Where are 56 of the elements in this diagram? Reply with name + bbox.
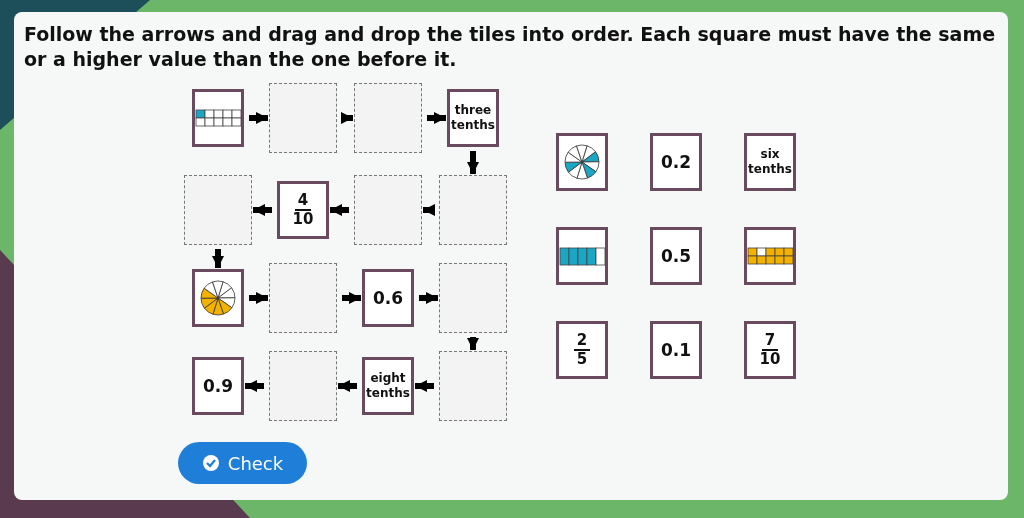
number-tile xyxy=(447,89,499,147)
arrow xyxy=(253,204,272,216)
drop-slot xyxy=(439,175,507,245)
numerator: 7 xyxy=(761,332,779,351)
word-value: six tenths xyxy=(747,147,793,177)
arrow xyxy=(212,249,224,268)
number-tile xyxy=(192,357,244,415)
number-tile xyxy=(650,227,702,285)
number-tile xyxy=(362,357,414,415)
arrow xyxy=(419,292,438,304)
numerator: 2 xyxy=(573,332,591,351)
word-value: eight tenths xyxy=(365,371,411,401)
decimal-value: 0.9 xyxy=(202,376,234,396)
arrow xyxy=(330,204,349,216)
decimal-value: 0.5 xyxy=(660,246,692,266)
picture-tile xyxy=(556,133,608,191)
drop-slot xyxy=(184,175,252,245)
picture-tile xyxy=(192,89,244,147)
number-tile xyxy=(650,133,702,191)
arrow xyxy=(423,204,435,216)
arrow xyxy=(342,292,361,304)
denominator: 10 xyxy=(291,211,315,228)
picture-tile xyxy=(192,269,244,327)
drop-slot xyxy=(439,263,507,333)
denominator: 5 xyxy=(575,351,589,368)
decimal-value: 0.6 xyxy=(372,288,404,308)
numerator: 4 xyxy=(294,192,312,211)
arrow xyxy=(427,112,446,124)
denominator: 10 xyxy=(758,351,782,368)
number-tile xyxy=(744,321,796,379)
arrow xyxy=(341,112,353,124)
number-tile xyxy=(650,321,702,379)
decimal-value: 0.2 xyxy=(660,152,692,172)
number-tile xyxy=(362,269,414,327)
drop-slot xyxy=(354,175,422,245)
number-tile xyxy=(744,133,796,191)
arrow xyxy=(467,151,479,174)
picture-tile xyxy=(556,227,608,285)
decimal-value: 0.1 xyxy=(660,340,692,360)
drop-slot xyxy=(269,83,337,153)
drop-slot xyxy=(439,351,507,421)
check-button: Check xyxy=(178,442,307,484)
drop-slot xyxy=(354,83,422,153)
instruction-text: Follow the arrows and drag and drop the tiles into order. Each square must have the same or a higher value than the one before it. xyxy=(24,22,997,72)
number-tile xyxy=(277,181,329,239)
arrow xyxy=(467,337,479,350)
arrow xyxy=(338,380,357,392)
number-tile xyxy=(556,321,608,379)
arrow xyxy=(249,292,268,304)
picture-tile xyxy=(744,227,796,285)
word-value: three tenths xyxy=(450,103,496,133)
arrow xyxy=(415,380,434,392)
drop-slot xyxy=(269,351,337,421)
arrow xyxy=(249,112,268,124)
arrow xyxy=(245,380,264,392)
drop-slot xyxy=(269,263,337,333)
